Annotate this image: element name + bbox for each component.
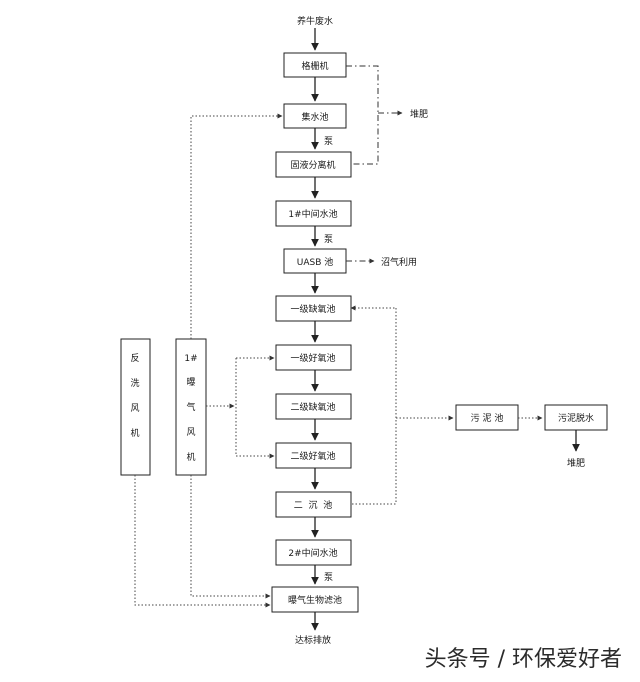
box-collect-label: 集水池 [301, 111, 328, 123]
box-baf: 曝气生物滤池 [271, 586, 359, 613]
box-mid1: 1#中间水池 [275, 200, 352, 227]
input-label: 养牛废水 [297, 15, 333, 27]
box-anoxic1-label: 一级缺氧池 [290, 303, 335, 315]
svg-text:机: 机 [130, 427, 139, 439]
compost-label-2: 堆肥 [567, 458, 585, 469]
watermark: 头条号 / 环保爱好者 [425, 647, 622, 672]
compost-label-1: 堆肥 [410, 109, 428, 120]
svg-text:机: 机 [186, 451, 195, 463]
svg-text:洗: 洗 [130, 377, 139, 389]
box-anoxic1: 一级缺氧池 [275, 295, 352, 322]
svg-text:风: 风 [130, 403, 139, 414]
pump-label-1: 泵 [324, 136, 333, 147]
svg-text:反: 反 [130, 353, 139, 364]
box-grid-label: 格栅机 [301, 60, 328, 72]
pump-label-3: 泵 [324, 572, 333, 583]
box-separator-label: 固液分离机 [290, 159, 335, 171]
box-backwash: 反 洗 风 机 [120, 338, 151, 476]
box-aerobic2-label: 二级好氧池 [290, 450, 335, 462]
box-blower-label: 1# 曝 气 风 机 [184, 354, 197, 463]
box-settle-label: 二 沉 池 [294, 499, 332, 511]
box-settle: 二 沉 池 [275, 491, 352, 518]
box-aerobic1: 一级好氧池 [275, 344, 352, 371]
box-sludge: 污 泥 池 [455, 404, 519, 431]
box-mid2: 2#中间水池 [275, 539, 352, 566]
svg-text:曝: 曝 [186, 377, 195, 388]
box-mid1-label: 1#中间水池 [288, 208, 337, 220]
box-dewater-label: 污泥脱水 [558, 412, 594, 424]
box-mid2-label: 2#中间水池 [288, 547, 337, 559]
biogas-label: 沼气利用 [381, 256, 417, 268]
pump-label-2: 泵 [324, 234, 333, 245]
box-aerobic1-label: 一级好氧池 [290, 352, 335, 364]
box-aerobic2: 二级好氧池 [275, 442, 352, 469]
discharge-label: 达标排放 [295, 634, 331, 646]
box-uasb: UASB 池 [283, 248, 347, 274]
box-uasb-label: UASB 池 [297, 256, 334, 268]
box-collect: 集水池 [283, 103, 347, 129]
box-anoxic2: 二级缺氧池 [275, 393, 352, 420]
box-anoxic2-label: 二级缺氧池 [290, 401, 335, 413]
svg-text:气: 气 [186, 401, 195, 413]
box-separator: 固液分离机 [275, 151, 352, 178]
box-grid: 格栅机 [283, 52, 347, 78]
svg-text:风: 风 [186, 427, 195, 438]
box-blower: 1# 曝 气 风 机 [175, 338, 207, 476]
box-baf-label: 曝气生物滤池 [288, 594, 342, 606]
box-backwash-label: 反 洗 风 机 [130, 353, 139, 439]
box-sludge-label: 污 泥 池 [471, 412, 504, 424]
svg-text:1#: 1# [184, 354, 197, 364]
box-dewater: 污泥脱水 [544, 404, 608, 431]
